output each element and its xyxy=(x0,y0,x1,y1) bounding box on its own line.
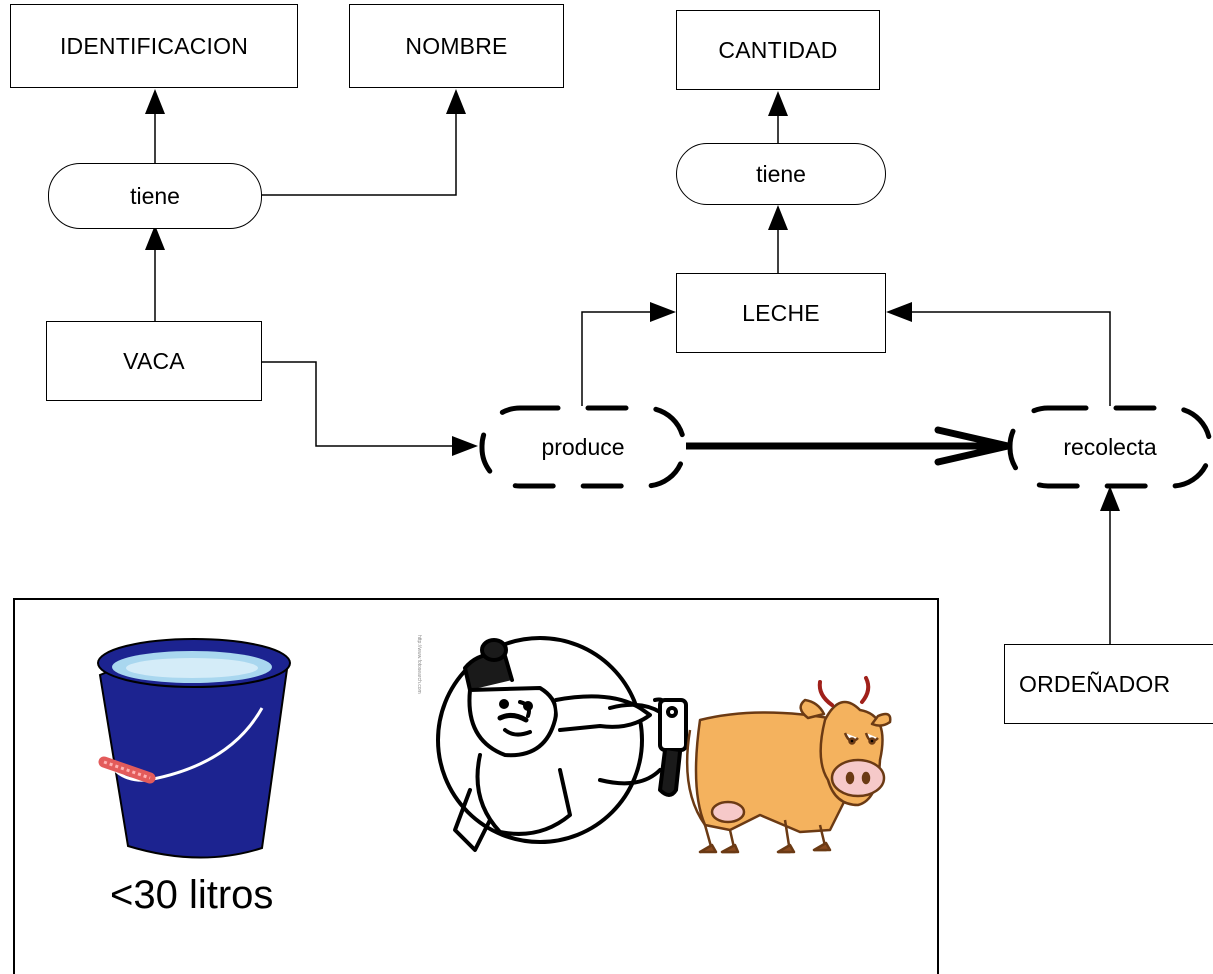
arrowhead-nombre xyxy=(446,89,466,114)
node-identificacion: IDENTIFICACION xyxy=(10,4,298,88)
node-cantidad: CANTIDAD xyxy=(676,10,880,90)
recolecta-dashed-outline xyxy=(1007,405,1213,489)
node-recolecta: recolecta xyxy=(1063,433,1157,460)
arrowhead-produce xyxy=(452,436,478,456)
milk-bucket-icon xyxy=(94,638,291,859)
edge-vaca-produce xyxy=(262,361,455,447)
arrowhead-tiene-right xyxy=(768,205,788,230)
edge-recolecta-leche xyxy=(912,311,1111,406)
produce-dashed-outline xyxy=(479,405,687,489)
arrowhead-cantidad xyxy=(768,91,788,116)
edge-produce-leche xyxy=(581,311,650,406)
node-vaca: VACA xyxy=(46,321,262,401)
bucket-caption: <30 litros xyxy=(110,873,274,917)
node-ordenador: ORDEÑADOR xyxy=(1004,644,1213,724)
node-tiene-left: tiene xyxy=(48,163,262,229)
node-leche: LECHE xyxy=(676,273,886,353)
arrowhead-tiene-left xyxy=(145,225,165,250)
arrowhead-leche-left xyxy=(650,302,676,322)
node-tiene-right: tiene xyxy=(676,143,886,205)
butcher-cartoon-icon xyxy=(436,636,688,852)
arrowhead-identificacion xyxy=(145,89,165,114)
watermark-text: http://www.fotosearch.com xyxy=(416,635,422,694)
edge-tiene-nombre xyxy=(262,96,457,196)
arrowhead-leche-right xyxy=(886,302,912,322)
node-nombre: NOMBRE xyxy=(349,4,564,88)
cow-cartoon-icon xyxy=(685,676,892,854)
arrowhead-recolecta xyxy=(1100,486,1120,511)
node-produce: produce xyxy=(541,433,625,460)
